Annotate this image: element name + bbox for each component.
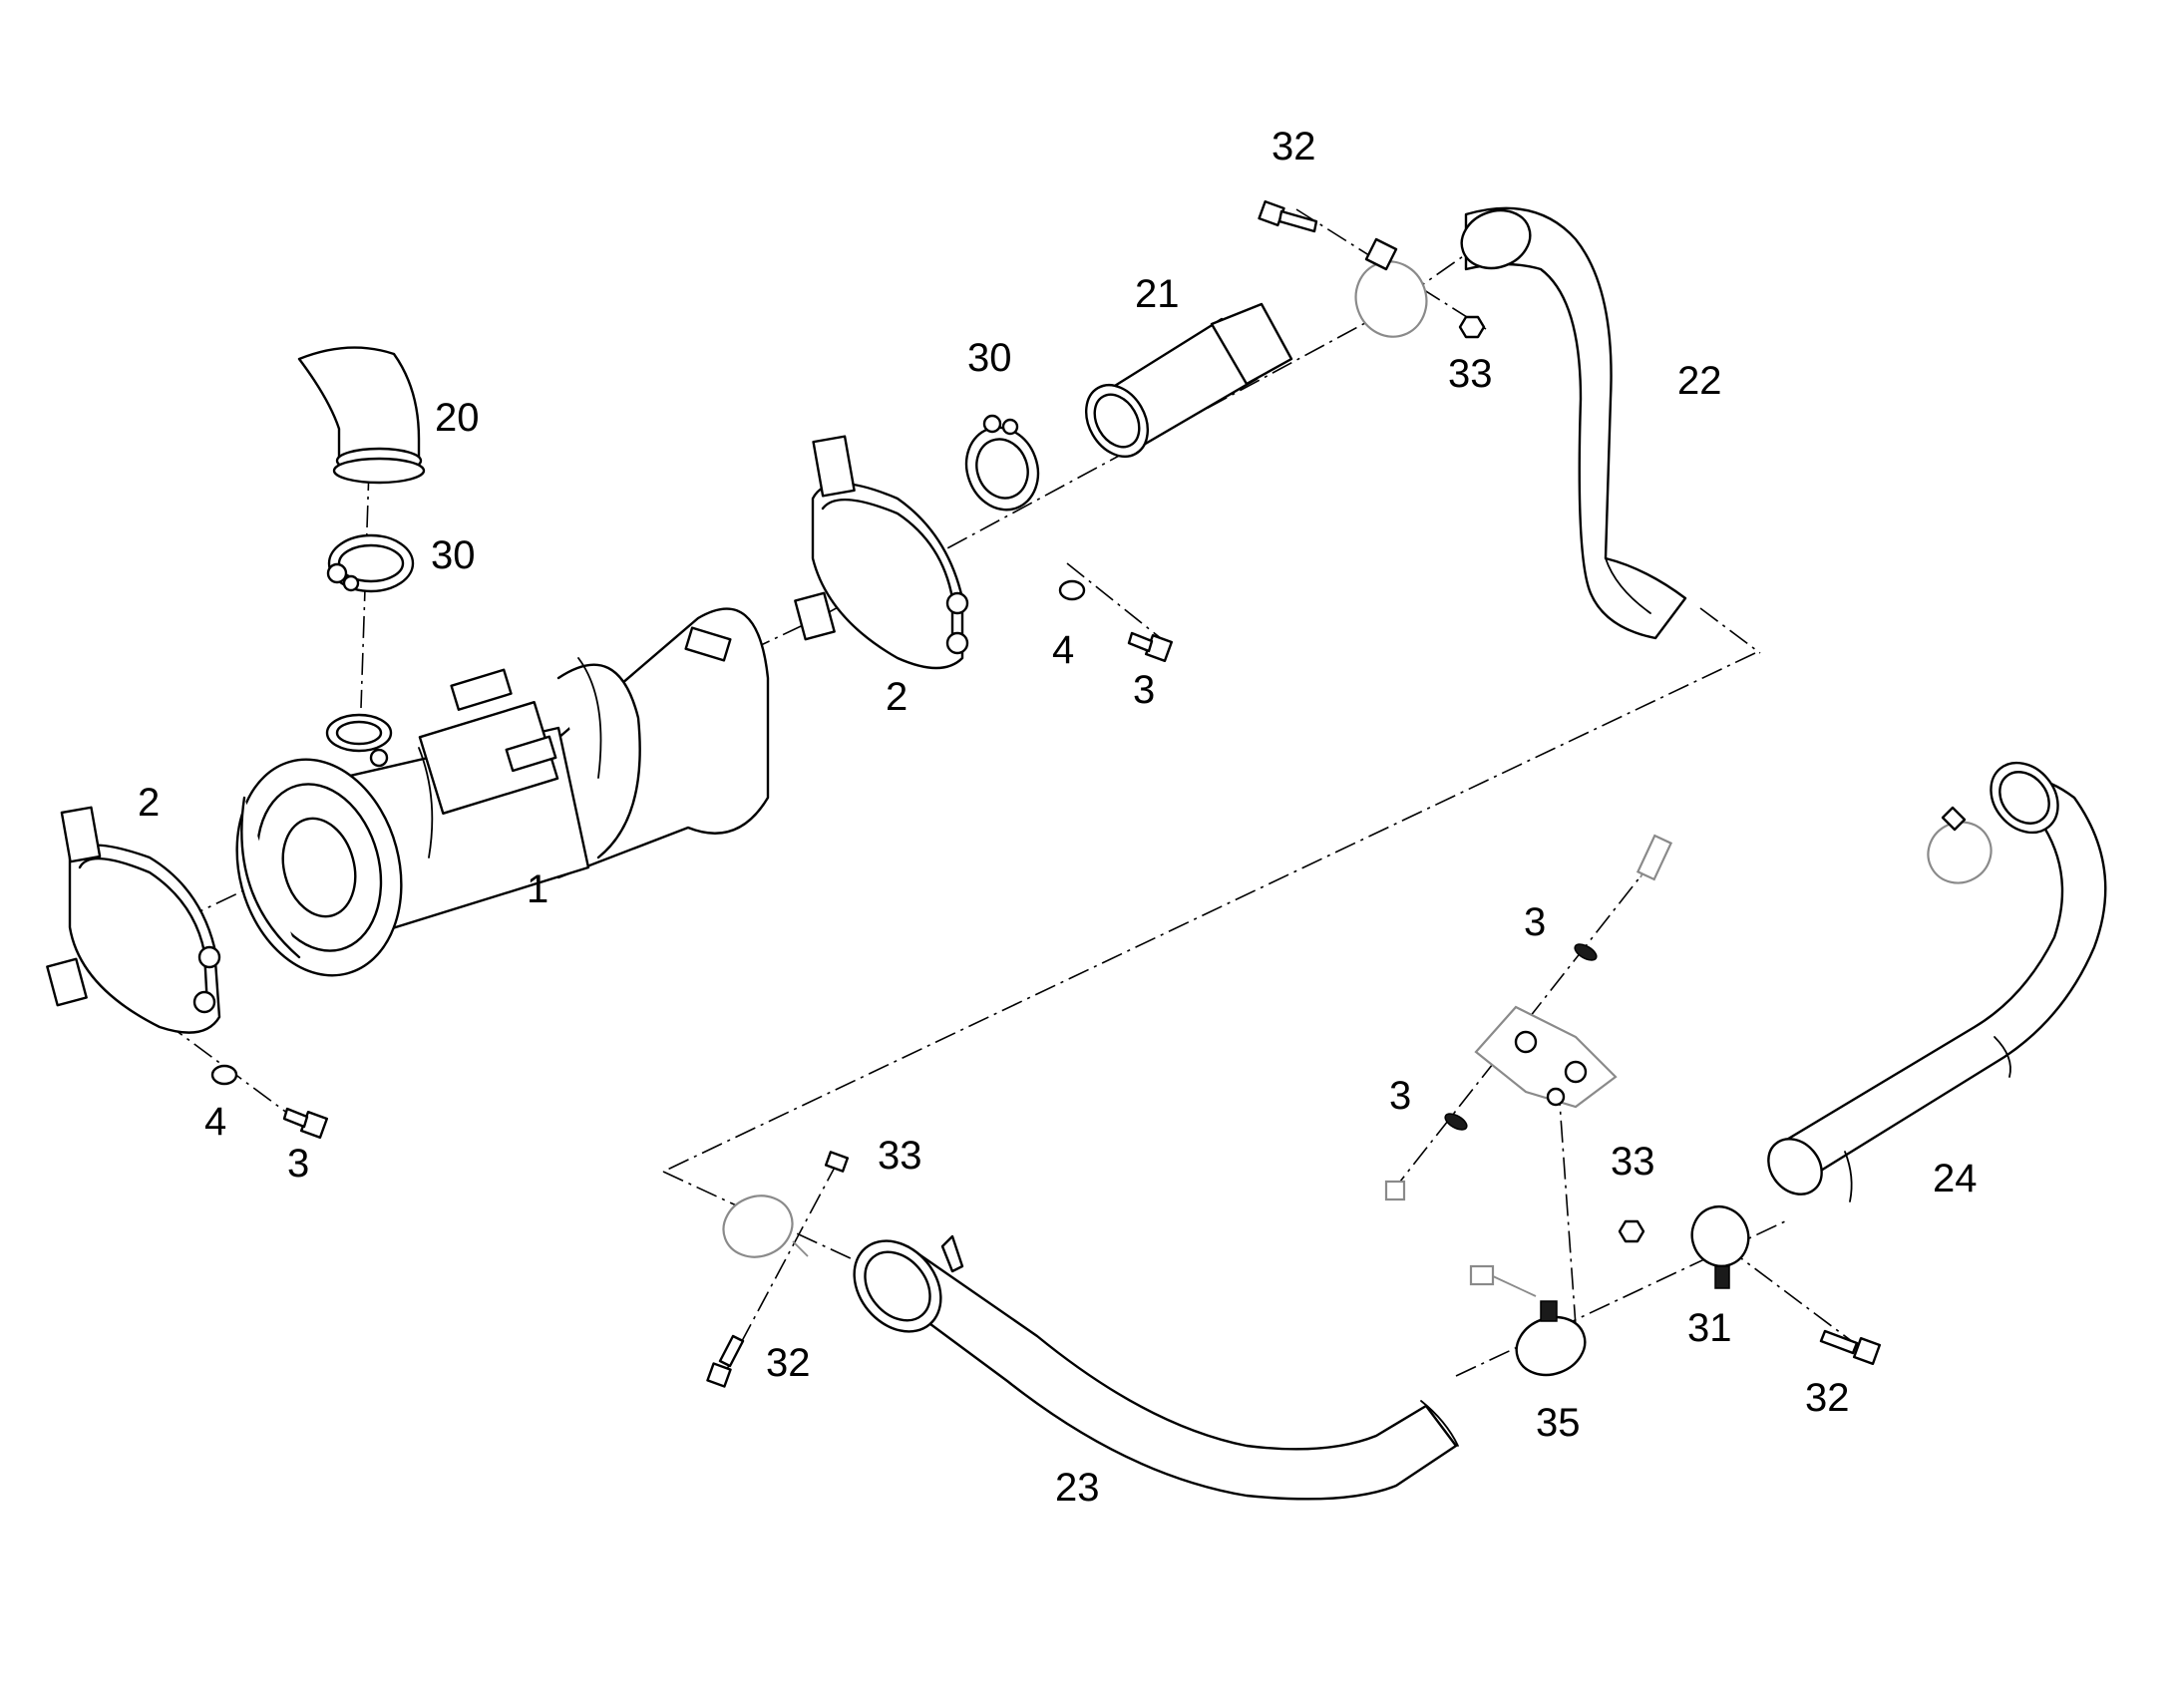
short-pipe [1084, 302, 1293, 458]
callout-labels: 1 2 2 3 3 3 3 4 4 20 21 22 23 24 30 30 3… [138, 125, 1978, 1510]
callout-32-upper: 32 [1272, 125, 1316, 169]
muffler-body [235, 607, 770, 977]
callout-23: 23 [1055, 1466, 1100, 1510]
callout-30-top: 30 [431, 533, 476, 577]
callout-31: 31 [1687, 1306, 1732, 1350]
callout-4-right: 4 [1052, 628, 1074, 672]
callout-21: 21 [1135, 272, 1180, 316]
clamp-31 [1690, 1205, 1750, 1289]
bolt-3-bracket-bottom [1384, 1180, 1406, 1201]
callout-22: 22 [1677, 359, 1722, 403]
nut-33-lower-left [824, 1151, 850, 1173]
callout-33-lower-left: 33 [878, 1134, 922, 1178]
callout-33-lower-right: 33 [1611, 1140, 1655, 1184]
callout-35: 35 [1536, 1401, 1581, 1445]
callout-3-bracket-mid: 3 [1389, 1074, 1411, 1118]
lower-long-pipe [853, 1234, 1459, 1501]
callout-32-lower-left: 32 [766, 1341, 811, 1385]
band-clamp-right [794, 435, 969, 670]
callout-33-upper: 33 [1448, 352, 1493, 396]
band-clamp-left [46, 806, 221, 1034]
callout-24: 24 [1933, 1157, 1978, 1200]
callout-32-lower-right: 32 [1805, 1376, 1850, 1420]
nut-33-upper [1458, 315, 1486, 339]
curved-pipe-right [1767, 761, 2107, 1202]
callout-3-left: 3 [287, 1142, 309, 1186]
bolt-32-lower-right [1819, 1329, 1882, 1366]
mounting-bracket [1474, 1005, 1618, 1109]
outlet-elbow [297, 346, 426, 485]
callout-30-mid: 30 [967, 336, 1012, 380]
washer-4-left [210, 1064, 238, 1086]
pipe-clamp-lower-left [722, 1195, 809, 1258]
callout-1: 1 [527, 867, 548, 911]
bolt-3-bracket-top [1635, 834, 1673, 881]
bolt-3-left [282, 1107, 329, 1140]
callout-2-right: 2 [886, 675, 908, 719]
vband-clamp-mid [964, 414, 1040, 512]
washer-3-bracket-mid [1444, 1113, 1468, 1131]
vband-clamp-top [326, 533, 415, 593]
pipe-clamp-upper [1354, 237, 1428, 338]
washer-3-bracket-top [1574, 943, 1598, 961]
bolt-3-right [1127, 631, 1174, 663]
bolt-32-lower-left [706, 1334, 745, 1388]
nut-33-lower-right [1618, 1219, 1645, 1243]
callout-4-left: 4 [204, 1100, 226, 1144]
callout-2-left: 2 [138, 781, 160, 825]
clamp-35 [1469, 1264, 1587, 1377]
washer-4-right [1058, 579, 1086, 601]
bolt-32-upper [1258, 199, 1318, 233]
callout-3-right: 3 [1133, 668, 1155, 712]
pipe-clamp-right [1927, 806, 1993, 884]
curved-pipe-upper [1460, 206, 1687, 640]
callout-20: 20 [435, 396, 480, 440]
callout-3-bracket-top: 3 [1524, 900, 1546, 944]
